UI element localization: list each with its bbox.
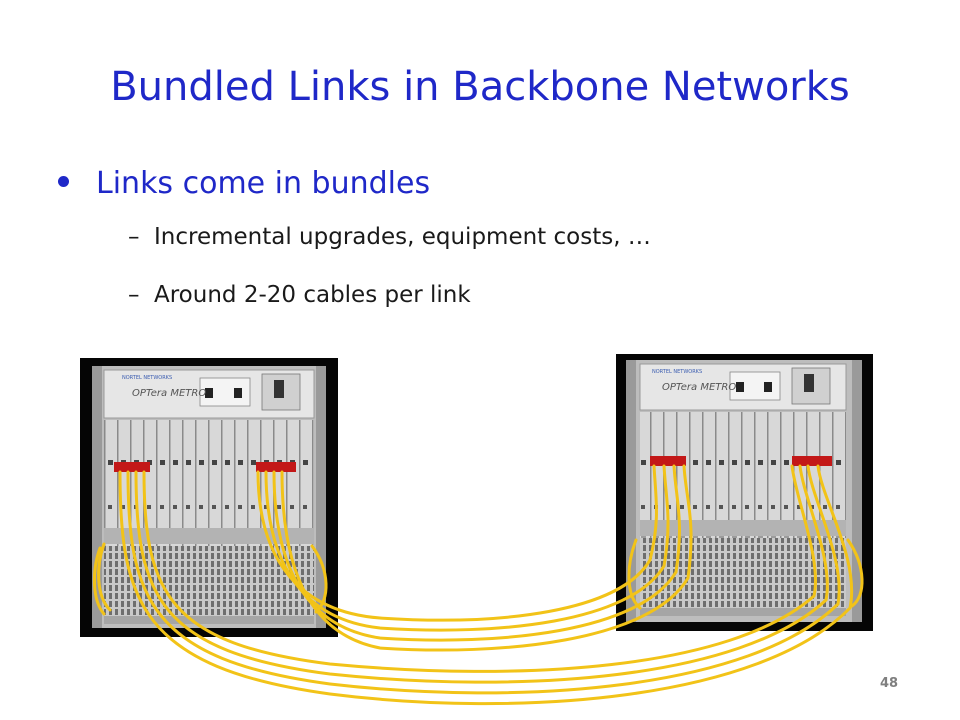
- fiber-cable: [134, 464, 829, 684]
- fiber-cables: [92, 464, 864, 706]
- slide-title: Bundled Links in Backbone Networks: [110, 64, 850, 110]
- fiber-cable: [256, 464, 658, 622]
- fiber-cable: [118, 464, 854, 706]
- fiber-cable: [126, 464, 841, 695]
- fiber-cable: [272, 464, 681, 642]
- fiber-cable: [92, 546, 106, 616]
- fiber-cable: [627, 538, 642, 610]
- fiber-cable: [97, 542, 112, 612]
- rack-label-left: OPTera METRO: [132, 388, 206, 399]
- fiber-cable: [280, 464, 693, 652]
- fiber-cable: [846, 538, 864, 608]
- rack-left: [80, 358, 338, 637]
- fiber-cable: [264, 464, 670, 632]
- fiber-cable: [142, 464, 817, 673]
- brand-label-right: NORTEL NETWORKS: [652, 369, 702, 375]
- rack-right: [616, 354, 873, 631]
- page-number: 48: [880, 676, 899, 691]
- fiber-cable: [310, 544, 328, 614]
- brand-label-left: NORTEL NETWORKS: [122, 375, 172, 381]
- rack-label-right: OPTera METRO: [662, 382, 736, 393]
